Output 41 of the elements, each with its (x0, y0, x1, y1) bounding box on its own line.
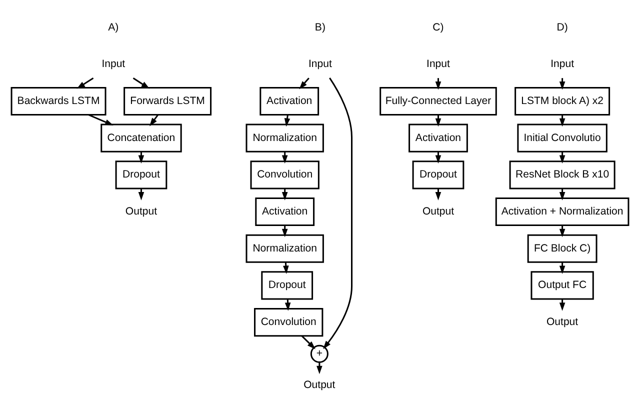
node-text: Input (308, 58, 332, 70)
node-box: Normalization (246, 123, 324, 152)
node-text: Input (550, 58, 574, 70)
node-text: Input (102, 58, 126, 70)
node-box: FC Block C) (527, 234, 598, 262)
arrow (150, 114, 158, 126)
node-box: Fully-Connected Layer (380, 86, 497, 116)
arrow (323, 77, 353, 349)
label: B) (314, 20, 326, 33)
node-box: Forwards LSTM (124, 86, 212, 116)
node-text: Output (125, 205, 158, 218)
label: D) (556, 20, 568, 33)
arrow (88, 114, 114, 125)
arrow (299, 77, 310, 89)
node-box: Activation (408, 123, 468, 152)
node-box: Dropout (115, 160, 168, 189)
node-text: Output (304, 378, 336, 391)
arrow (316, 362, 322, 374)
node-box: Convolution (250, 160, 320, 189)
node-box: Activation (255, 196, 315, 226)
arrow (132, 76, 150, 88)
label: C) (432, 20, 444, 33)
node-box: Concatenation (100, 123, 182, 152)
label: A) (108, 20, 119, 33)
node-box: Activation + Normalization (495, 196, 630, 226)
node-box: Convolution (254, 308, 324, 336)
node-box: Output FC (530, 270, 594, 300)
node-box: ResNet Block B x10 (509, 160, 616, 189)
node-box: Dropout (412, 160, 464, 189)
arrow (76, 76, 94, 88)
node-text: Output (546, 316, 578, 328)
arrow (301, 334, 316, 349)
node-circle: + (310, 344, 328, 362)
node-text: Output (422, 205, 454, 218)
node-box: Dropout (261, 270, 314, 300)
node-box: Activation (260, 86, 320, 116)
node-box: Normalization (246, 234, 324, 262)
node-box: LSTM block A) x2 (514, 86, 610, 116)
node-box: Backwards LSTM (10, 86, 106, 116)
node-text: Input (426, 58, 450, 70)
node-box: Initial Convolutio (517, 123, 608, 152)
